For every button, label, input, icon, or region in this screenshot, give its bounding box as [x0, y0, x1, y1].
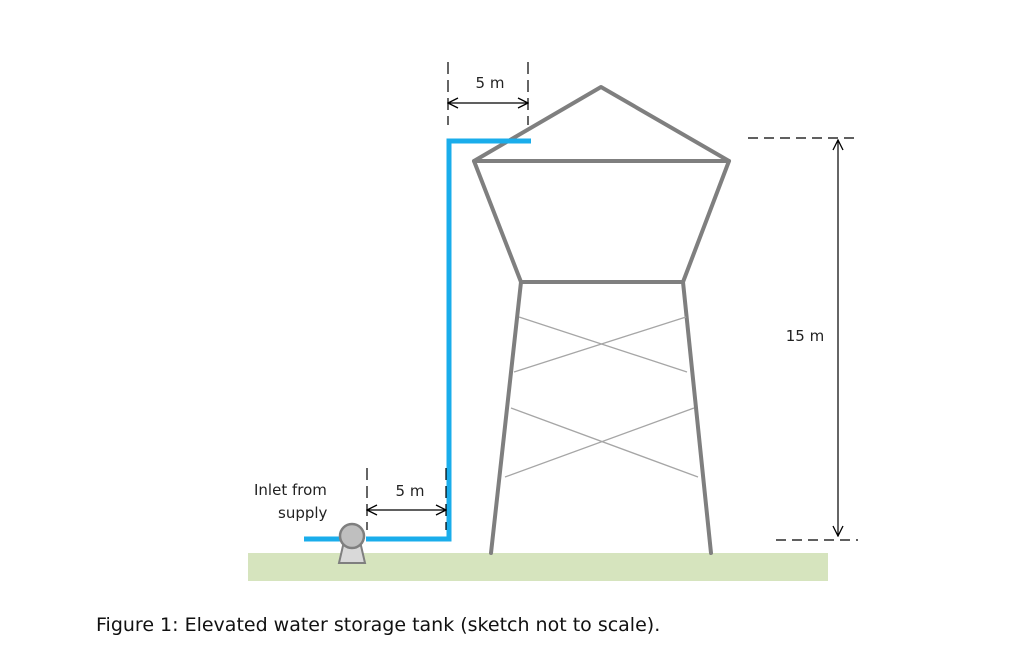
tower-bracing [504, 316, 699, 478]
bracing-line [504, 407, 695, 478]
inlet-label-line2: supply [278, 504, 328, 522]
supply-pipe [304, 138, 531, 542]
bracing-line [513, 316, 687, 373]
pump-body [338, 522, 366, 550]
tower-legs [489, 280, 713, 555]
pump-icon [337, 522, 367, 564]
bottom-dimension: 5 m [367, 468, 446, 530]
inlet-label-line1: Inlet from [254, 481, 327, 499]
tank-roof [472, 85, 731, 163]
top-dimension: 5 m [448, 62, 528, 125]
riser-pipe [366, 138, 531, 542]
ground [248, 553, 828, 581]
bracing-line [510, 407, 699, 478]
tank [472, 85, 731, 284]
bracing-line [518, 316, 688, 373]
tower-left-leg [489, 280, 523, 555]
bottom-dimension-label: 5 m [396, 482, 425, 500]
figure-caption: Figure 1: Elevated water storage tank (s… [96, 614, 661, 636]
top-dimension-label: 5 m [476, 74, 505, 92]
tank-body [472, 159, 731, 284]
tower-right-leg [681, 280, 713, 555]
height-dimension: 15 m [748, 137, 858, 541]
height-dimension-label: 15 m [786, 327, 824, 345]
inlet-label: Inlet from supply [254, 481, 328, 522]
